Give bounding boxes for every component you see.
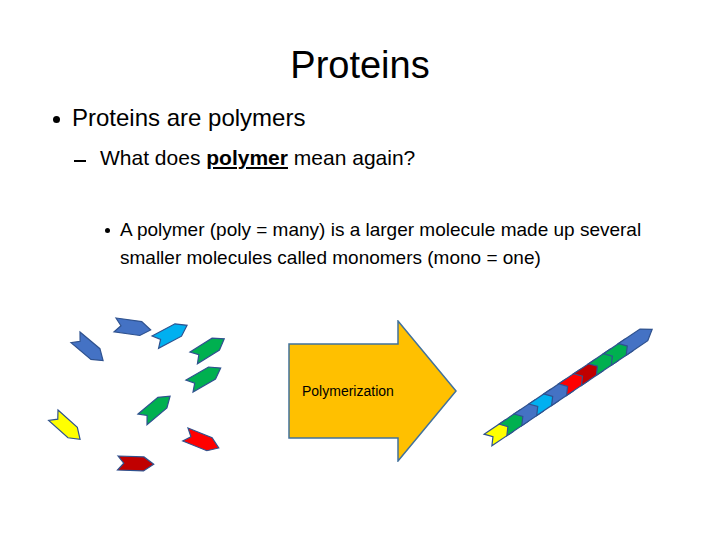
sub-bullet-line: What does polymer mean again? <box>100 146 415 170</box>
monomer <box>71 332 108 366</box>
monomer <box>49 410 85 444</box>
monomer <box>118 456 154 471</box>
process-arrow: Polymerization <box>288 320 458 462</box>
bullet-text: Proteins are polymers <box>72 104 305 132</box>
bullet-dot <box>105 228 110 233</box>
monomer <box>190 333 228 364</box>
polymer-chain <box>484 323 656 445</box>
monomer <box>114 318 152 337</box>
monomer <box>186 362 224 392</box>
definition-text: A polymer (poly = many) is a larger mole… <box>120 216 680 272</box>
sub-bullet-text: mean again? <box>294 146 415 169</box>
slide-title: Proteins <box>0 44 720 87</box>
monomer <box>138 391 175 425</box>
bullet-dot <box>53 116 60 123</box>
monomer <box>183 428 222 454</box>
sub-bullet-text: What does <box>100 146 200 169</box>
bullet-dash <box>74 160 86 162</box>
monomer <box>152 319 190 348</box>
arrow-label: Polymerization <box>302 383 394 399</box>
key-term: polymer <box>206 146 288 169</box>
